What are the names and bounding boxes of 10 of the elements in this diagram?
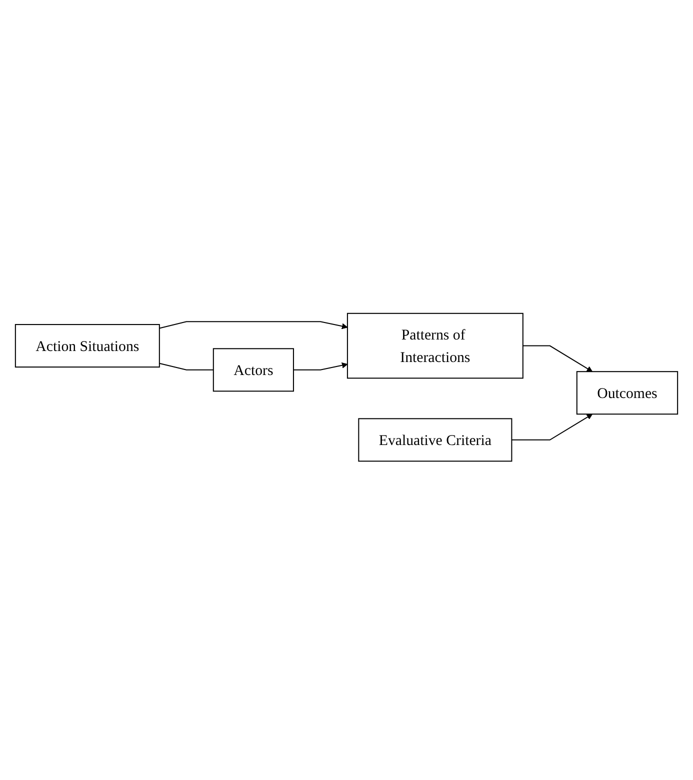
node-box: Patterns of Interactions — [346, 313, 524, 379]
arrow — [159, 321, 348, 330]
node-box: Outcomes — [576, 371, 678, 415]
arrow — [512, 414, 593, 441]
node-box: Actors — [212, 348, 294, 392]
node-box: Action Situations — [14, 324, 160, 368]
arrow — [293, 362, 348, 371]
connector — [159, 363, 214, 371]
arrow — [522, 345, 593, 372]
node-box: Evaluative Criteria — [358, 418, 512, 462]
